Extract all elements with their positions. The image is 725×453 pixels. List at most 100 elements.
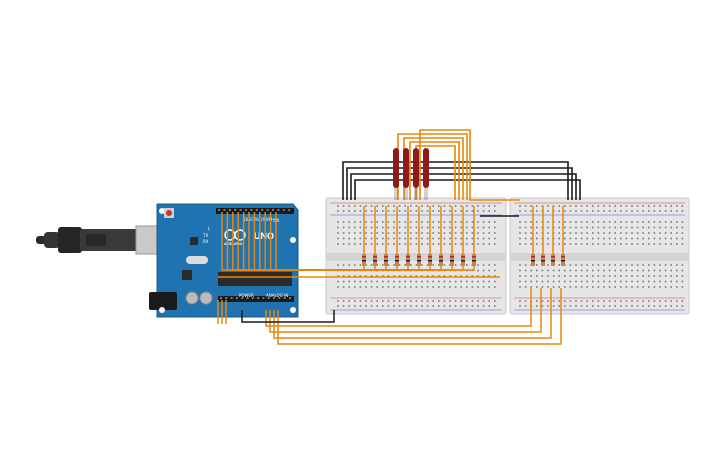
breadboard-hole [620,221,622,223]
breadboard-hole [564,226,566,229]
breadboard-hole [398,232,401,234]
led[interactable] [393,148,399,188]
breadboard-hole [603,286,605,288]
breadboard-hole [631,232,633,234]
header-pin [220,297,222,299]
breadboard-hole [359,275,362,277]
breadboard-hole [404,275,406,277]
breadboard-hole [642,286,644,288]
breadboard-hole [354,264,356,266]
breadboard-hole [460,232,462,234]
breadboard-hole [575,237,577,240]
breadboard-hole [547,237,549,240]
breadboard-hole [460,210,462,212]
breadboard-hole [354,286,356,288]
breadboard-hole [569,243,572,245]
breadboard-hole [653,232,656,234]
led-group [393,148,429,200]
breadboard-hole [460,237,462,240]
breadboard-hole [681,269,684,272]
header-pin [266,209,269,211]
breadboard-hole [443,226,446,229]
breadboard-hole [494,269,496,272]
breadboard-hole [659,305,661,307]
breadboard-hole [648,275,650,277]
breadboard-hole [670,243,672,245]
breadboard-hole [564,205,566,207]
breadboard-hole [608,305,611,307]
breadboard-hole [387,237,390,240]
breadboard-hole [348,305,350,307]
breadboard-hole [387,226,390,229]
breadboard-right[interactable] [509,197,690,315]
breadboard-hole [524,205,527,207]
digital-wire[interactable] [275,212,475,271]
breadboard-hole [342,205,345,207]
breadboard-hole [438,280,440,283]
breadboard-hole [337,305,339,307]
breadboard-hole [370,232,373,234]
breadboard-hole [530,280,532,283]
breadboard-hole [569,237,572,240]
breadboard-hole [524,286,527,288]
breadboard-hole [443,280,446,283]
digital-pin-wires[interactable] [217,206,564,324]
breadboard-hole [477,226,479,229]
breadboard-hole [659,275,661,277]
breadboard-hole [415,205,418,207]
breadboard-hole [580,305,583,307]
breadboard-hole [387,280,390,283]
breadboard-hole [608,210,611,212]
breadboard-hole [387,275,390,277]
breadboard-hole [466,205,468,207]
breadboard-hole [354,300,356,302]
breadboard-hole [348,286,350,288]
usb-cable[interactable] [36,225,165,255]
breadboard-hole [648,243,650,245]
reset-button-cap[interactable] [166,210,172,216]
breadboard-hole [603,221,605,223]
breadboard-hole [620,280,622,283]
led[interactable] [423,148,429,188]
breadboard-hole [664,286,667,288]
breadboard-hole [636,300,639,302]
breadboard-hole [569,210,572,212]
breadboard-hole [477,286,479,288]
breadboard-hole [393,275,395,277]
breadboard-hole [393,237,395,240]
ground-return-wire[interactable] [241,310,335,323]
breadboard-hole [449,286,451,288]
breadboard-hole [642,210,644,212]
breadboard-hole [387,305,390,307]
breadboard-hole [466,305,468,307]
breadboard-hole [536,300,538,302]
breadboard-hole [471,221,474,223]
breadboard-hole [547,300,549,302]
breadboard-hole [648,286,650,288]
breadboard-hole [530,210,532,212]
breadboard-hole [620,226,622,229]
breadboard-hole [382,305,384,307]
breadboard-hole [415,243,418,245]
header-pins [218,209,291,299]
breadboard-hole [519,280,521,283]
breadboard-hole [586,210,588,212]
breadboard-hole [482,221,485,223]
breadboard-hole [670,300,672,302]
breadboard-hole [653,226,656,229]
analog-pin-wires[interactable] [265,288,562,345]
breadboard-hole [664,275,667,277]
breadboard-hole [681,275,684,277]
breadboard-hole [524,237,527,240]
breadboard-hole [547,286,549,288]
breadboard-hole [387,210,390,212]
breadboard-hole [466,264,468,266]
breadboard-hole [382,237,384,240]
led[interactable] [403,148,409,188]
breadboard-hole [454,210,457,212]
breadboard-hole [519,269,521,272]
breadboard-hole [653,275,656,277]
breadboard-left[interactable] [325,197,507,315]
led[interactable] [413,148,419,188]
